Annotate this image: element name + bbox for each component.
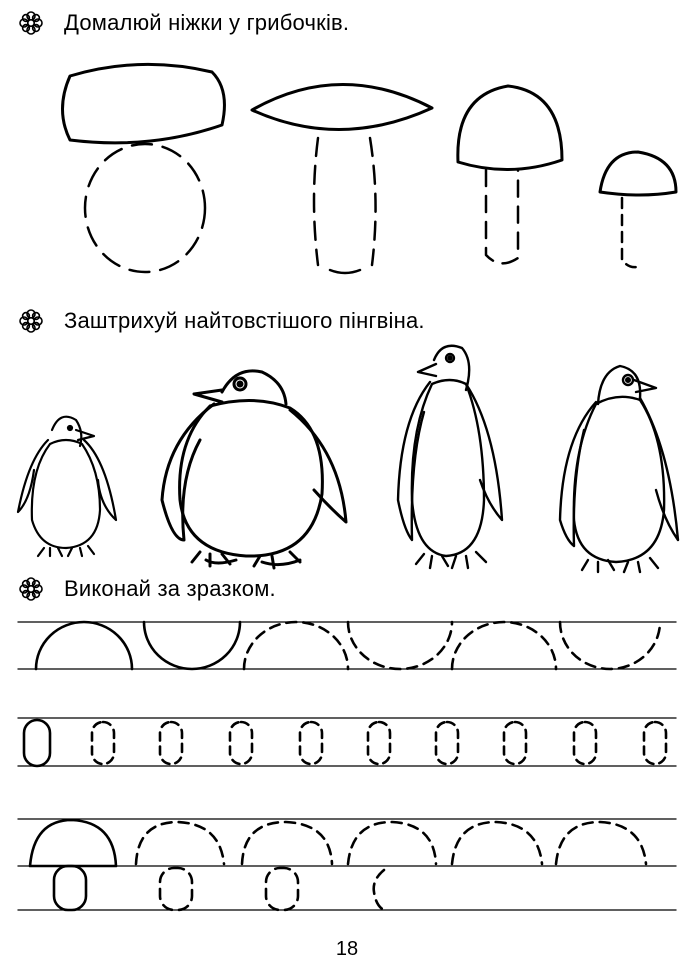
penguin-1 — [16, 415, 118, 558]
task-2-text: Заштрихуй найтовстішого пінгвіна. — [64, 308, 425, 333]
task-2-heading: Заштрихуй найтовстішого пінгвіна. — [18, 308, 425, 334]
mushroom-1 — [61, 62, 226, 274]
mushroom-4 — [598, 150, 678, 269]
mushroom-pattern-row — [28, 818, 648, 912]
mushroom-2 — [250, 83, 434, 275]
task-3-heading: Виконай за зразком. — [18, 576, 276, 602]
page-number: 18 — [335, 938, 359, 960]
task-1-heading: Домалюй ніжки у грибочків. — [18, 10, 349, 36]
task-3-text: Виконай за зразком. — [64, 576, 276, 601]
arch-row — [34, 620, 662, 671]
mushroom-3 — [456, 84, 564, 265]
oval-row — [22, 718, 668, 768]
penguin-4 — [558, 364, 680, 574]
penguin-3 — [396, 344, 504, 570]
task-1-text: Домалюй ніжки у грибочків. — [64, 10, 350, 35]
penguin-2 — [160, 369, 348, 570]
